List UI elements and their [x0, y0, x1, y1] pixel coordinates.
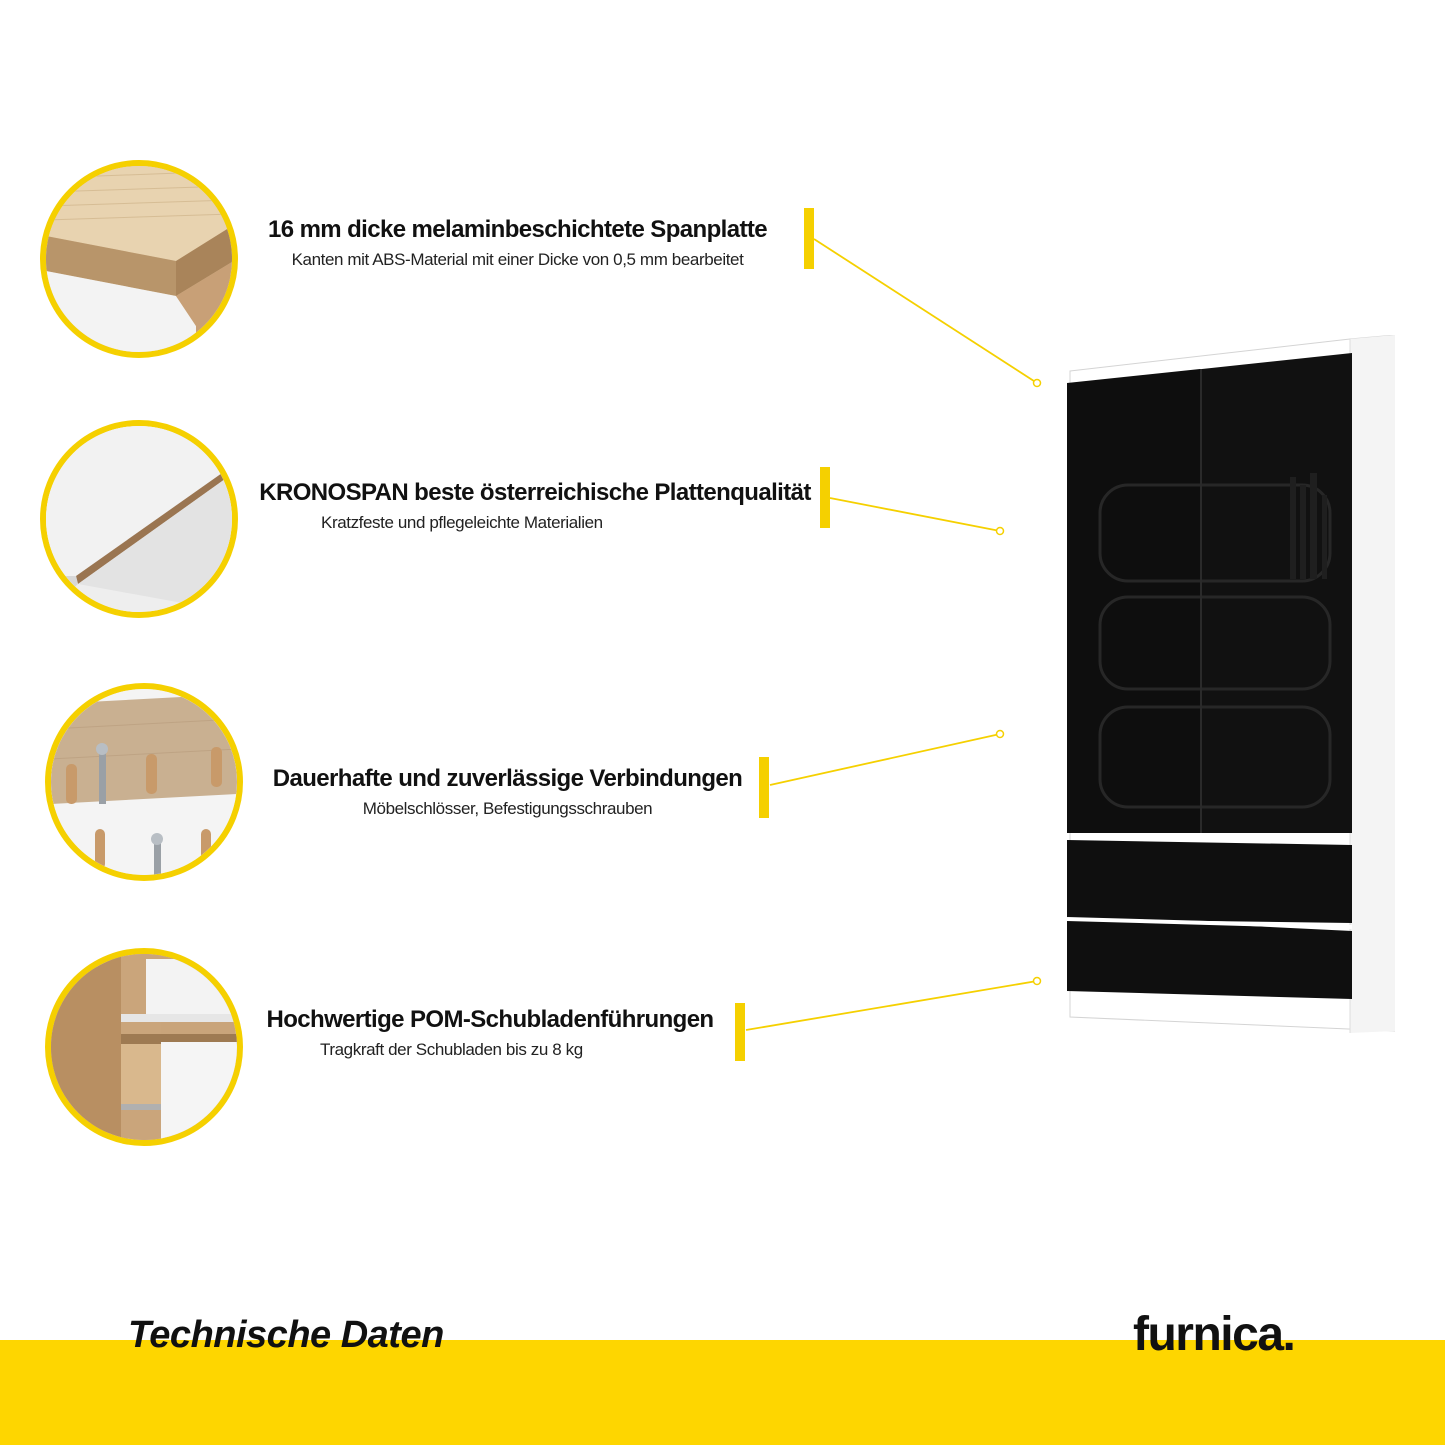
footer-title: Technische Daten [128, 1314, 444, 1356]
feature-title: 16 mm dicke melaminbeschichtete Spanplat… [268, 216, 768, 243]
feature-subtitle: Kratzfeste und pflegeleichte Materialien [321, 513, 603, 532]
callout-dot-4 [1032, 976, 1042, 986]
wood-edge-closeup-icon [40, 160, 238, 358]
callout-line-3 [769, 733, 1001, 786]
feature-1: 16 mm dicke melaminbeschichtete Spanplat… [240, 216, 795, 270]
callout-line-4 [745, 980, 1038, 1031]
wardrobe-image [1066, 335, 1395, 1033]
callout-dot-2 [995, 526, 1005, 536]
callout-line-1 [813, 238, 1038, 384]
feature-title: KRONOSPAN beste österreichische Plattenq… [259, 479, 811, 506]
drawer-runners-closeup-icon [45, 948, 243, 1146]
callout-dot-3 [995, 729, 1005, 739]
accent-bar-1 [804, 208, 814, 269]
feature-title: Hochwertige POM-Schubladenführungen [266, 1006, 714, 1033]
callout-line-2 [829, 497, 1001, 532]
feature-subtitle: Möbelschlösser, Befestigungsschrauben [362, 799, 653, 818]
brand-logo: furnica. [1133, 1308, 1296, 1361]
feature-3: Dauerhafte und zuverlässige Verbindungen… [265, 765, 750, 819]
feature-subtitle: Kanten mit ABS-Material mit einer Dicke … [291, 250, 744, 269]
dowels-and-screws-closeup-icon [45, 683, 243, 881]
accent-bar-2 [820, 467, 830, 528]
feature-2: KRONOSPAN beste österreichische Plattenq… [255, 479, 815, 533]
footer-band [0, 1340, 1445, 1445]
panel-edge-closeup-icon [40, 420, 238, 618]
feature-subtitle: Tragkraft der Schubladen bis zu 8 kg [320, 1040, 583, 1059]
feature-title: Dauerhafte und zuverlässige Verbindungen [272, 765, 743, 792]
callout-dot-1 [1032, 378, 1042, 388]
accent-bar-4 [735, 1003, 745, 1061]
accent-bar-3 [759, 757, 769, 818]
feature-4: Hochwertige POM-Schubladenführungen Trag… [255, 1006, 725, 1060]
